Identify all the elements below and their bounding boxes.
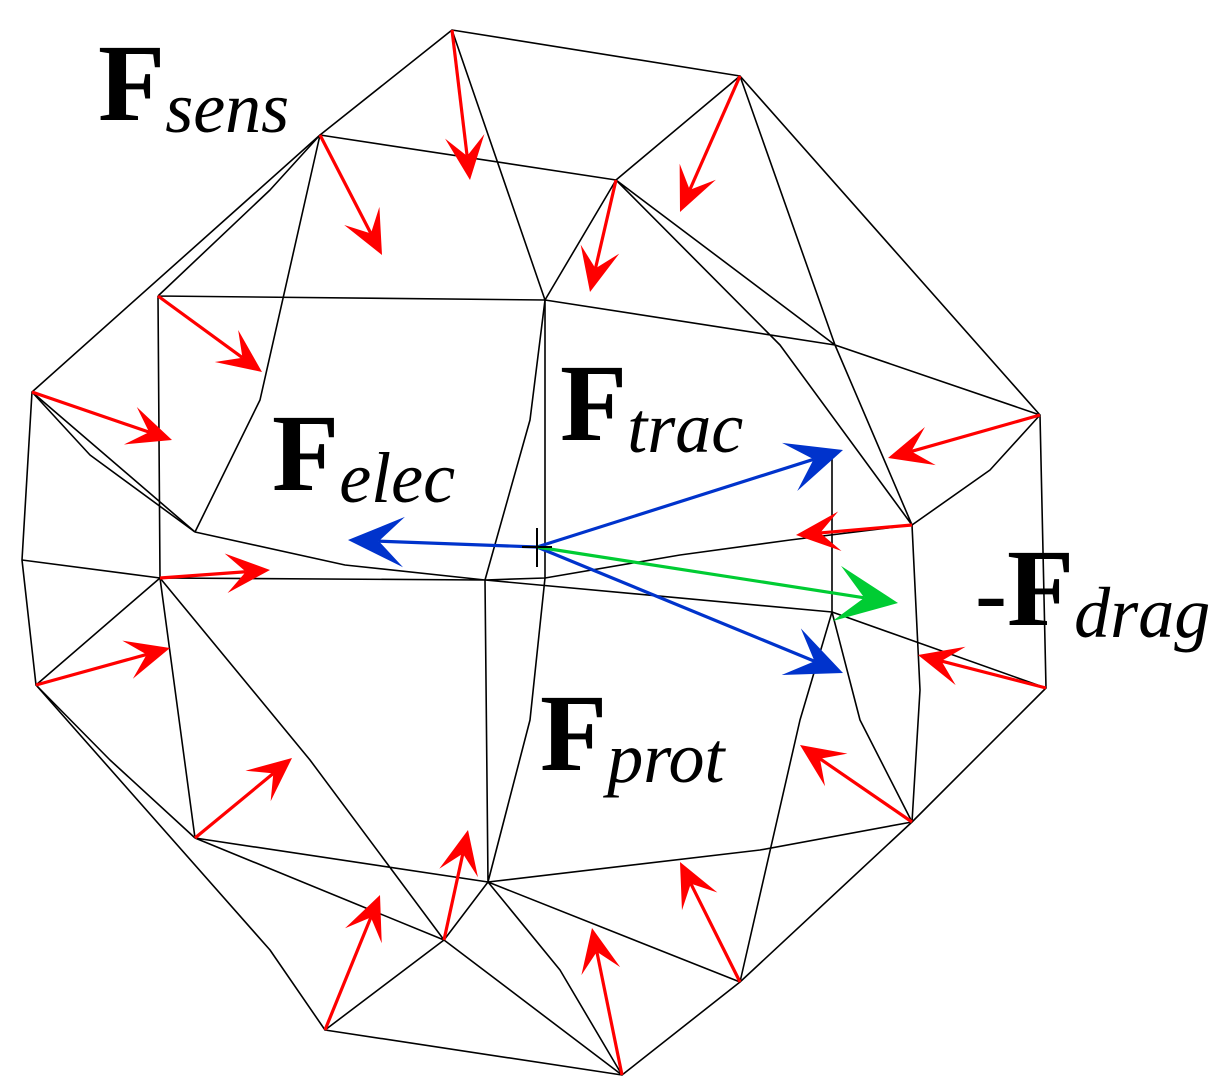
sensor-arrow	[445, 29, 485, 180]
polyhedron-wireframe	[21, 29, 1047, 1076]
label-f-elec: Felec	[272, 392, 455, 518]
main-force-arrows	[348, 442, 898, 675]
sensor-arrow	[193, 758, 292, 840]
sensor-arrow	[580, 179, 620, 292]
label-f-trac: Ftrac	[560, 342, 743, 468]
drag-force-arrow	[536, 545, 898, 622]
mesh-edges-middle	[21, 134, 1047, 983]
trac-force-arrow	[536, 442, 843, 549]
sensor-arrow	[581, 928, 624, 1076]
sensor-arrow	[157, 294, 262, 372]
sensor-arrow	[680, 862, 742, 983]
sensor-arrow	[323, 895, 382, 1031]
sensor-arrow	[159, 553, 270, 593]
sensor-force-arrows	[31, 29, 1047, 1076]
sensor-arrow	[796, 511, 913, 551]
label-f-prot: Fprot	[540, 672, 727, 798]
sensor-arrow	[439, 830, 478, 941]
label-f-sens: Fsens	[98, 22, 289, 148]
sensor-arrow	[35, 640, 170, 687]
label-neg-f-drag: -Fdrag	[975, 527, 1210, 653]
sensor-arrow	[918, 646, 1047, 690]
sensor-arrow	[31, 390, 172, 445]
sensor-arrow	[888, 413, 1041, 466]
center-of-mass-marker	[522, 528, 552, 567]
sensor-arrow	[679, 75, 742, 212]
sensor-arrow	[800, 745, 913, 824]
sensor-arrow	[318, 134, 382, 255]
prot-force-arrow	[536, 545, 843, 675]
elec-force-arrow	[348, 516, 538, 568]
mesh-outline	[21, 29, 1047, 1076]
mesh-edges-bottom	[35, 577, 913, 1076]
